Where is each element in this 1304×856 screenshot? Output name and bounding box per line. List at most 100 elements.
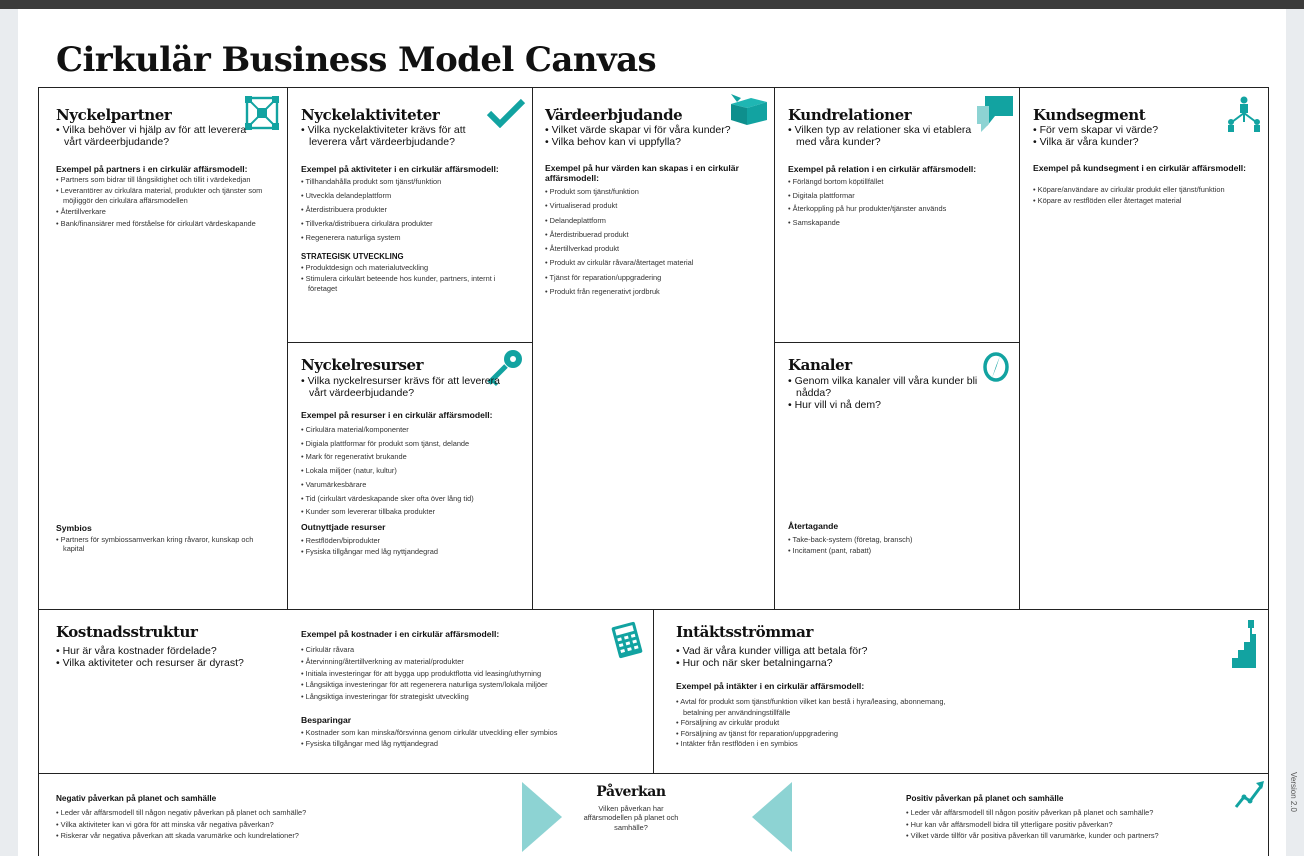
list-item: • Tjänst för reparation/uppgradering <box>545 272 662 282</box>
partners-box: Nyckelpartner • Vilka behöver vi hjälp a… <box>38 87 288 610</box>
gift-box-icon <box>731 94 767 125</box>
channels-question: • Hur vill vi nå dem? <box>788 399 881 411</box>
list-item: • Riskerar vår negativa påverkan att ska… <box>56 831 299 840</box>
savings-title: Besparingar <box>301 715 352 725</box>
costs-examples-title: Exempel på kostnader i en cirkulär affär… <box>301 629 500 639</box>
arrow-right-icon <box>522 782 562 852</box>
revenue-examples-list: • Avtal för produkt som tjänst/funktion … <box>676 697 966 750</box>
relations-heading: Kundrelationer <box>788 106 912 124</box>
segments-question: • För vem skapar vi värde? <box>1033 124 1159 136</box>
list-item: • Tillhandahålla produkt som tjänst/funk… <box>301 177 442 186</box>
list-item: • Samskapande <box>788 217 840 227</box>
list-item: • Avtal för produkt som tjänst/funktion … <box>676 697 946 717</box>
trend-line-icon <box>1234 781 1264 808</box>
revenue-heading: Intäktsströmmar <box>676 623 813 641</box>
value-box: Värdeerbjudande • Vilket värde skapar vi… <box>532 87 775 610</box>
value-examples-title: Exempel på hur värden kan skapas i en ci… <box>545 163 739 183</box>
compass-icon <box>983 352 1009 382</box>
list-item: • Kostnader som kan minska/försvinna gen… <box>301 728 558 737</box>
list-item: • Produkt från regenerativt jordbruk <box>545 287 660 297</box>
list-item: • Återdistribuera produkter <box>301 205 387 214</box>
list-item: • Virtualiserad produkt <box>545 201 618 211</box>
return-title: Återtagande <box>788 521 839 531</box>
list-item: • Vilka aktiviteter kan vi göra för att … <box>56 819 274 829</box>
stairs-icon <box>1232 620 1256 668</box>
list-item: • Lokala miljöer (natur, kultur) <box>301 466 397 476</box>
list-item: • Leder vår affärsmodell till någon nega… <box>56 808 307 817</box>
list-item: • Initiala investeringar för att bygga u… <box>301 668 542 678</box>
segments-heading: Kundsegment <box>1033 106 1146 124</box>
impact-heading: Påverkan <box>596 784 666 800</box>
symbios-list: • Partners för symbiossamverkan kring rå… <box>56 535 256 554</box>
list-item: • Leder vår affärsmodell till någon posi… <box>906 808 1154 817</box>
revenue-question: • Vad är våra kunder villiga att betala … <box>676 645 868 657</box>
symbios-title: Symbios <box>56 523 92 533</box>
list-item: • Cirkulär råvara <box>301 645 355 654</box>
partners-examples-list: • Partners som bidrar till långsiktighet… <box>56 175 274 228</box>
activities-box: Nyckelaktiviteter • Vilka nyckelaktivite… <box>287 87 533 343</box>
key-icon <box>487 350 522 387</box>
list-item: • Bank/finansiärer med förståelse för ci… <box>56 218 256 228</box>
list-item: • Take-back-system (företag, bransch) <box>788 535 913 544</box>
canvas-sheet <box>18 9 1286 856</box>
channels-question: • Genom vilka kanaler vill våra kunder b… <box>788 375 978 399</box>
segments-examples-title: Exempel på kundsegment i en cirkulär aff… <box>1033 163 1247 173</box>
activities-questions: • Vilka nyckelaktiviteter krävs för att … <box>301 124 501 148</box>
revenue-box: Intäktsströmmar • Vad är våra kunder vil… <box>653 609 1269 774</box>
positive-impact-title: Positiv påverkan på planet och samhälle <box>906 794 1064 803</box>
impact-box: Negativ påverkan på planet och samhälle … <box>38 773 1269 856</box>
calculator-icon <box>611 621 643 659</box>
list-item: • Försäljning av cirkulär produkt <box>676 718 780 727</box>
resources-box: Nyckelresurser • Vilka nyckelresurser kr… <box>287 342 533 610</box>
list-item: • Intäkter från restflöden i en symbios <box>676 739 798 748</box>
costs-questions: • Hur är våra kostnader fördelade? • Vil… <box>56 645 286 669</box>
negative-impact-title: Negativ påverkan på planet och samhälle <box>56 794 217 803</box>
value-questions: • Vilket värde skapar vi för våra kunder… <box>545 124 765 148</box>
relations-examples-list: • Förlängd bortom köptillfället • Digita… <box>788 175 1013 229</box>
list-item: • Tillverka/distribuera cirkulära produk… <box>301 219 433 228</box>
savings-list: • Kostnader som kan minska/försvinna gen… <box>301 728 631 749</box>
list-item: • Köpare/användare av cirkulär produkt e… <box>1033 185 1225 194</box>
list-item: • Mark för regenerativt brukande <box>301 452 407 462</box>
revenue-question: • Hur och när sker betalningarna? <box>676 657 833 669</box>
list-item: • Produkt av cirkulär råvara/återtaget m… <box>545 258 694 268</box>
list-item: • Återtillverkad produkt <box>545 244 620 254</box>
partners-questions: • Vilka behöver vi hjälp av för att leve… <box>56 124 264 148</box>
activities-heading: Nyckelaktiviteter <box>301 106 440 124</box>
costs-question: • Hur är våra kostnader fördelade? <box>56 645 217 657</box>
revenue-questions: • Vad är våra kunder villiga att betala … <box>676 645 976 669</box>
partners-question: • Vilka behöver vi hjälp av för att leve… <box>56 124 247 148</box>
costs-box: Kostnadsstruktur • Hur är våra kostnader… <box>38 609 654 774</box>
page-title: Cirkulär Business Model Canvas <box>56 40 657 80</box>
list-item: • Utveckla delandeplattform <box>301 191 392 200</box>
costs-question: • Vilka aktiviteter och resurser är dyra… <box>56 657 244 669</box>
costs-heading: Kostnadsstruktur <box>56 623 198 641</box>
list-item: • Återtillverkare <box>56 207 106 217</box>
segments-box: Kundsegment • För vem skapar vi värde? •… <box>1019 87 1269 610</box>
list-item: • Vilket värde tillför vår positiva påve… <box>906 831 1159 840</box>
checkmark-icon <box>486 98 526 128</box>
value-examples-list: • Produkt som tjänst/funktion • Virtuali… <box>545 185 770 299</box>
relations-question: • Vilken typ av relationer ska vi etable… <box>788 124 972 148</box>
list-item: • Stimulera cirkulärt beteende hos kunde… <box>301 274 496 293</box>
partners-examples-title: Exempel på partners i en cirkulär affärs… <box>56 164 248 174</box>
relations-questions: • Vilken typ av relationer ska vi etable… <box>788 124 978 148</box>
partners-heading: Nyckelpartner <box>56 106 172 124</box>
resources-examples-list: • Cirkulära material/komponenter • Digia… <box>301 423 526 519</box>
list-item: • Regenerera naturliga system <box>301 233 401 242</box>
segments-examples-list: • Köpare/användare av cirkulär produkt e… <box>1033 185 1248 206</box>
channels-questions: • Genom vilka kanaler vill våra kunder b… <box>788 375 978 411</box>
revenue-examples-title: Exempel på intäkter i en cirkulär affärs… <box>676 681 865 691</box>
list-item: • Köpare av restflöden eller återtaget m… <box>1033 196 1182 206</box>
activities-examples-title: Exempel på aktiviteter i en cirkulär aff… <box>301 164 499 174</box>
list-item: • Cirkulära material/komponenter <box>301 425 409 434</box>
list-item: • Återdistribuerad produkt <box>545 229 629 239</box>
unused-resources-list: • Restflöden/biprodukter • Fysiska tillg… <box>301 535 521 557</box>
segments-question: • Vilka är våra kunder? <box>1033 136 1139 148</box>
activities-examples-list: • Tillhandahålla produkt som tjänst/funk… <box>301 175 521 245</box>
list-item: • Återkoppling på hur produkter/tjänster… <box>788 204 947 213</box>
costs-examples-list: • Cirkulär råvara • Återvinning/återtill… <box>301 644 626 703</box>
list-item: • Produktdesign och materialutveckling <box>301 263 429 272</box>
list-item: • Återvinning/återtillverkning av materi… <box>301 656 464 666</box>
list-item: • Leverantörer av cirkulära material, pr… <box>56 186 263 205</box>
